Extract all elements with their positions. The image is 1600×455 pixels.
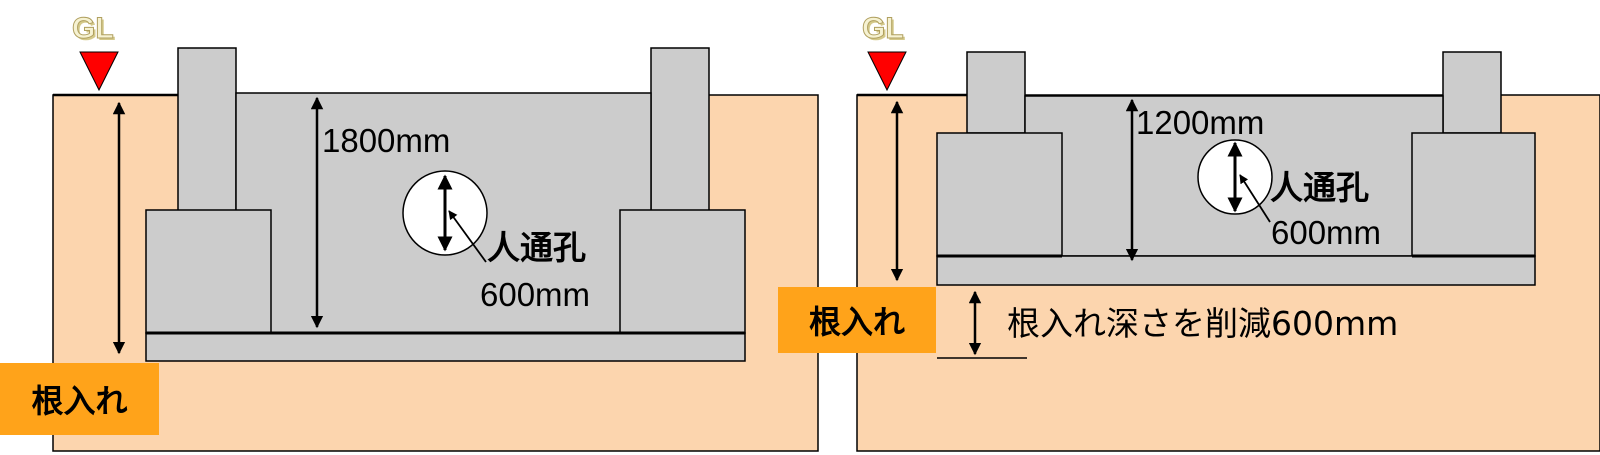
left-manhole-size: 600mm bbox=[480, 276, 591, 313]
left-footing-1 bbox=[145, 209, 272, 334]
left-embedment-tag: 根入れ bbox=[0, 363, 159, 435]
right-foundation-diagram bbox=[856, 51, 1600, 452]
left-foundation-diagram bbox=[52, 47, 819, 452]
right-column-1 bbox=[966, 51, 1026, 134]
right-manhole-label: 人通孔 bbox=[1270, 168, 1369, 207]
right-gl-label: GL bbox=[862, 12, 905, 45]
left-manhole-label: 人通孔 bbox=[487, 228, 586, 267]
left-gl-label: GL bbox=[72, 12, 115, 45]
left-depth-label: 1800mm bbox=[322, 122, 451, 159]
right-depth-label: 1200mm bbox=[1136, 104, 1265, 141]
right-base-slab bbox=[936, 255, 1536, 286]
right-manhole-leader bbox=[1239, 174, 1271, 223]
right-embedment-tag: 根入れ bbox=[778, 287, 936, 353]
left-gl-marker-icon bbox=[79, 51, 119, 92]
right-reduction-note: 根入れ深さを削減600mm bbox=[1007, 304, 1399, 343]
left-column-2 bbox=[650, 47, 710, 212]
right-footing-2 bbox=[1411, 132, 1536, 257]
left-base-slab bbox=[145, 332, 746, 362]
right-footing-1 bbox=[936, 132, 1063, 257]
left-column-1 bbox=[177, 47, 237, 212]
right-column-2 bbox=[1442, 51, 1502, 134]
right-gl-marker-icon bbox=[867, 51, 907, 92]
left-footing-2 bbox=[619, 209, 746, 334]
left-manhole-leader bbox=[448, 210, 487, 263]
right-manhole-size: 600mm bbox=[1271, 214, 1382, 251]
